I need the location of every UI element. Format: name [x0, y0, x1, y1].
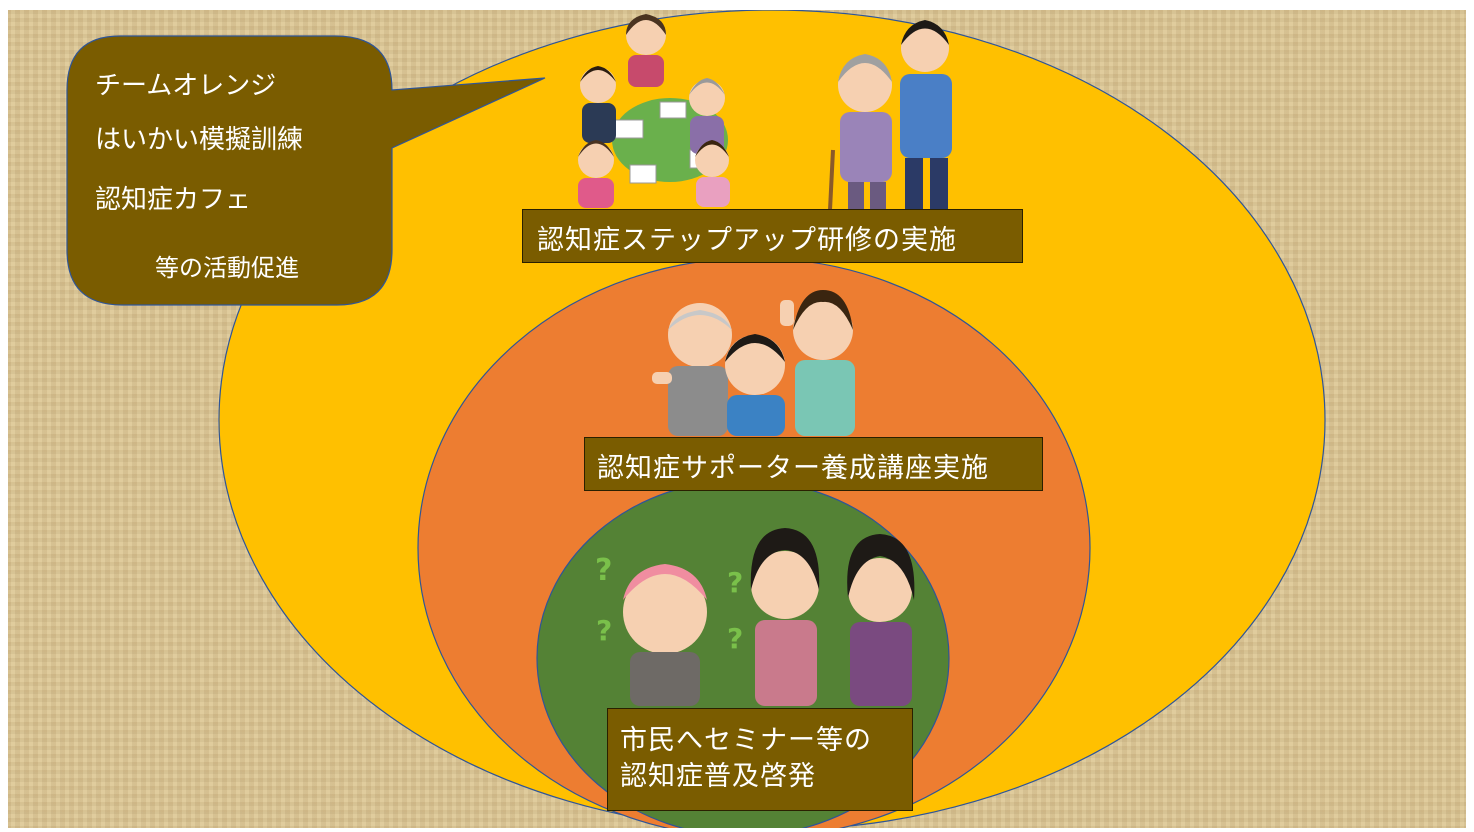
family-supporters-illustration	[652, 290, 855, 436]
inner-ring-label: 市民へセミナー等の 認知症普及啓発	[607, 708, 913, 811]
confused-elderly-gossip-illustration: ? ? ? ?	[595, 528, 915, 706]
caregiver-elderly-illustration	[828, 20, 952, 211]
outer-ring-label: 認知症ステップアップ研修の実施	[522, 209, 1023, 263]
callout-footer: 等の活動促進	[155, 254, 299, 282]
callout-line-2: はいかい模擬訓練	[95, 125, 304, 155]
callout-bubble	[66, 35, 546, 306]
svg-text:?: ?	[727, 622, 743, 655]
callout-line-1: チームオレンジ	[95, 71, 277, 101]
svg-text:?: ?	[595, 553, 612, 588]
middle-ring-label: 認知症サポーター養成講座実施	[584, 437, 1043, 491]
inner-ring-label-line-2: 認知症普及啓発	[620, 761, 816, 792]
meeting-group-illustration	[578, 14, 730, 208]
svg-text:?: ?	[596, 614, 612, 647]
svg-text:?: ?	[727, 566, 743, 599]
callout-line-3: 認知症カフェ	[95, 185, 252, 215]
inner-ring-label-line-1: 市民へセミナー等の	[620, 725, 872, 756]
